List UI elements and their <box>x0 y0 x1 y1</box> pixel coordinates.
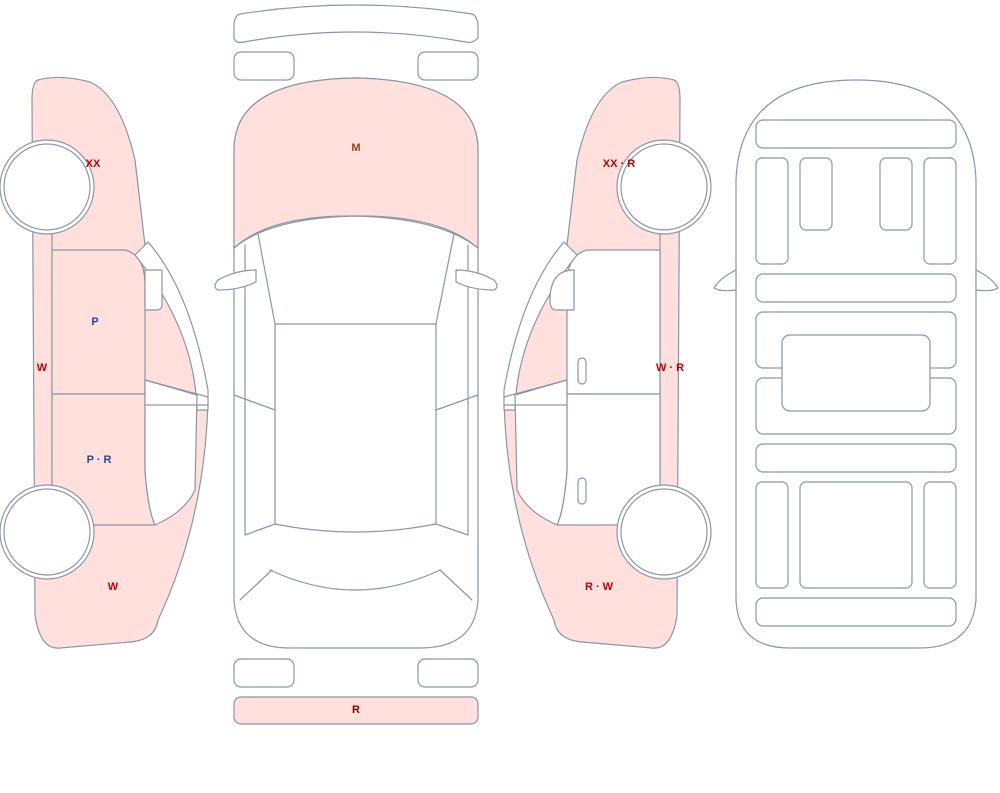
left-front-door-panel[interactable] <box>51 249 146 395</box>
right-side-view <box>503 76 712 649</box>
underbody-front-panel[interactable] <box>755 119 957 149</box>
front-bumper[interactable] <box>233 4 479 44</box>
right-headlight[interactable] <box>417 51 479 81</box>
right-rear-door-handle[interactable] <box>577 477 587 505</box>
underbody-center-panel[interactable] <box>781 334 931 412</box>
left-windshield <box>134 241 209 411</box>
top-view <box>214 4 498 725</box>
mark-right-rocker: W · R <box>656 362 684 374</box>
top-right-mirror[interactable] <box>455 269 498 291</box>
mark-left-rear-quarter: W <box>108 581 119 593</box>
right-rear-glass <box>514 379 568 526</box>
mark-right-front-fender: XX · R <box>603 158 635 170</box>
left-headlight[interactable] <box>233 51 295 81</box>
underbody-view <box>713 79 999 649</box>
right-front-door-handle[interactable] <box>577 357 587 385</box>
right-taillight[interactable] <box>417 658 479 688</box>
right-mirror[interactable] <box>549 269 575 311</box>
mark-left-front-door: P <box>91 316 98 328</box>
left-rear-glass <box>144 379 198 526</box>
mark-rear-bumper: R <box>352 704 360 716</box>
right-front-door-panel[interactable] <box>566 249 661 395</box>
top-left-mirror[interactable] <box>214 269 257 291</box>
mark-hood: M <box>351 142 360 154</box>
mark-left-rear-door: P · R <box>87 454 112 466</box>
mark-left-front-fender: XX <box>86 158 101 170</box>
right-windshield <box>503 241 578 411</box>
underbody-rear-panel[interactable] <box>755 597 957 627</box>
rear-bumper-panel[interactable] <box>233 696 479 725</box>
left-side-view <box>0 76 209 649</box>
mark-right-rear-quarter: R · W <box>585 581 614 593</box>
hood-panel[interactable] <box>233 77 479 249</box>
left-mirror[interactable] <box>144 269 163 311</box>
mark-left-rocker: W <box>37 362 48 374</box>
left-taillight[interactable] <box>233 658 295 688</box>
